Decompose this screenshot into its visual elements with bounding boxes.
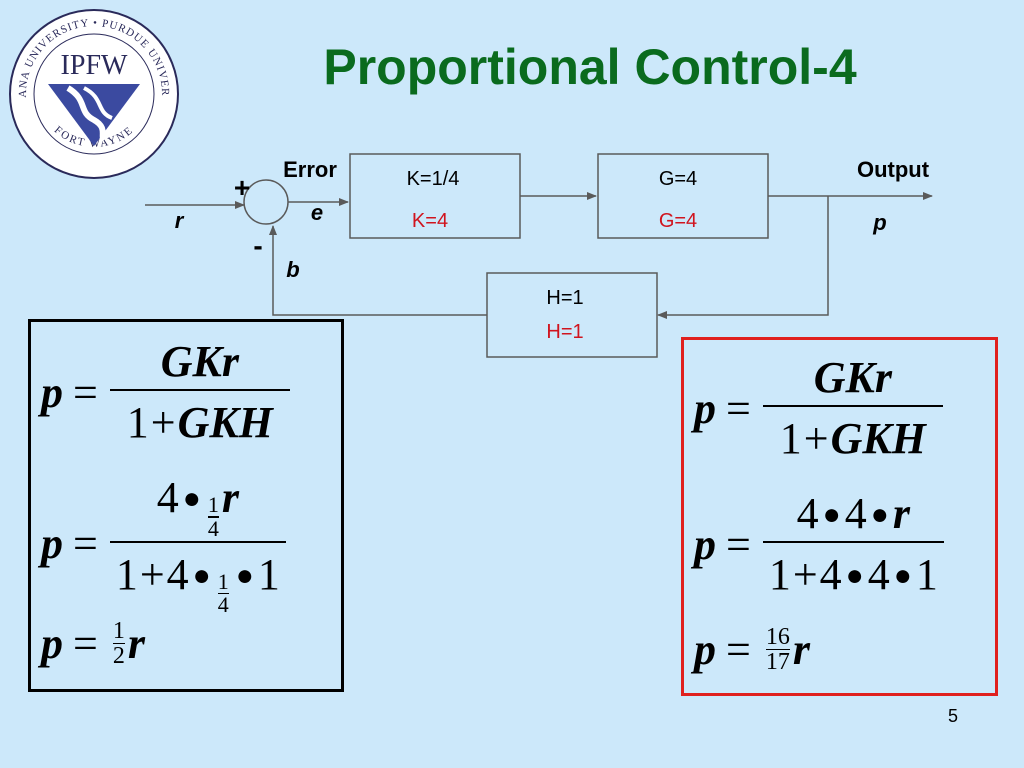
slide-title: Proportional Control-4 — [323, 39, 857, 95]
right-eq2-fraction: 4 ● 4 ● r 1 + 4 ● 4 ● 1 — [762, 488, 944, 600]
feedback-old-value: H=1 — [546, 287, 583, 309]
feedback-pickoff-line — [657, 196, 829, 319]
page-number: 5 — [948, 706, 959, 726]
feedback-symbol: b — [286, 257, 299, 282]
plant-block — [597, 153, 769, 239]
error-symbol: e — [311, 200, 323, 225]
feedback-new-value: H=1 — [546, 321, 583, 343]
feedback-return-line — [269, 225, 487, 316]
logo-shield-icon — [48, 84, 140, 146]
right-equation-box: p = GKr 1+GKH p = 4 ● 4 ● r 1 + 4 ● 4 — [681, 337, 998, 696]
sum-plus-sign: + — [234, 172, 250, 203]
plant-new-value: G=4 — [659, 210, 697, 232]
error-label: Error — [283, 157, 337, 182]
feedback-block — [486, 272, 658, 358]
controller-block — [349, 153, 521, 239]
plant-old-value: G=4 — [659, 168, 697, 190]
controller-new-value: K=4 — [412, 210, 448, 232]
input-label: r — [175, 208, 185, 233]
right-eq-line-2: p = 4 ● 4 ● r 1 + 4 ● 4 ● 1 — [694, 488, 944, 600]
ipfw-logo: INDIANA UNIVERSITY • PURDUE UNIVERSITY F… — [8, 8, 179, 179]
left-eq1-fraction: GKr 1+GKH — [109, 336, 290, 448]
controller-old-value: K=1/4 — [407, 168, 460, 190]
output-symbol: p — [872, 210, 886, 235]
right-eq1-fraction: GKr 1+GKH — [762, 352, 943, 464]
left-eq-line-1: p = GKr 1+GKH — [41, 336, 290, 448]
logo-name: IPFW — [61, 50, 128, 81]
output-label: Output — [857, 157, 930, 182]
right-eq-line-1: p = GKr 1+GKH — [694, 352, 943, 464]
sum-minus-sign: - — [253, 230, 262, 261]
summing-junction — [243, 179, 289, 225]
